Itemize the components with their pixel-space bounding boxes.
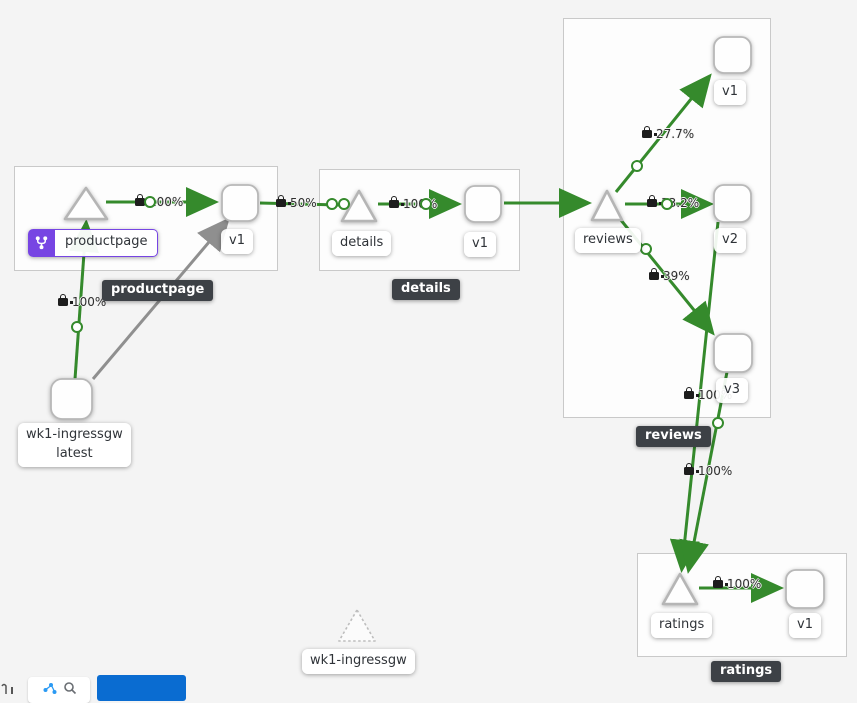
mtls-lock-icon — [58, 294, 73, 306]
label-productpage-v1[interactable]: v1 — [221, 229, 253, 254]
edge-waypoint — [144, 196, 156, 208]
magnifier-icon — [63, 682, 76, 695]
edge-reviews-v3-to-ratings[interactable] — [679, 371, 729, 574]
label-reviews-v2[interactable]: v2 — [714, 228, 746, 253]
mtls-lock-icon — [276, 195, 291, 207]
group-badge-details: details — [392, 279, 460, 300]
edge-label-reviews-v1: 27.7% — [642, 126, 694, 141]
node-details-service[interactable] — [340, 189, 378, 223]
mtls-lock-icon — [642, 126, 657, 138]
mtls-lock-icon — [389, 196, 404, 208]
graph-find-button[interactable] — [28, 677, 90, 703]
group-badge-reviews: reviews — [636, 426, 711, 447]
edge-waypoint — [326, 198, 338, 210]
edge-waypoint — [420, 198, 432, 210]
edge-label-reviews-v3: 39% — [649, 268, 690, 283]
edge-label-ratings-v1: 100% — [713, 576, 761, 591]
label-reviews-v3[interactable]: v3 — [716, 378, 748, 403]
edge-label-v3-ratings: 100% — [684, 463, 732, 478]
node-reviews-v2[interactable] — [713, 184, 752, 223]
zoom-level-indicator — [1, 679, 17, 694]
graph-icon — [43, 683, 56, 694]
node-ratings-service[interactable] — [661, 572, 699, 606]
edge-reviews-to-v1[interactable] — [614, 73, 712, 193]
node-productpage-v1[interactable] — [221, 184, 259, 222]
edge-label-productpage-details: 50% — [276, 195, 317, 210]
virtual-service-icon — [28, 229, 55, 257]
label-productpage-service[interactable]: productpage — [28, 229, 159, 257]
edge-waypoint — [631, 160, 643, 172]
label-reviews-service[interactable]: reviews — [575, 228, 641, 253]
mtls-lock-icon — [713, 576, 728, 588]
edge-waypoint — [712, 417, 724, 429]
node-details-v1[interactable] — [464, 185, 502, 223]
edge-waypoint — [640, 243, 652, 255]
legend-button[interactable] — [97, 675, 186, 701]
edge-label-reviews-v2: 33.2% — [647, 195, 699, 210]
edge-waypoint — [661, 198, 673, 210]
label-ingress-workload[interactable]: wk1-ingressgw latest — [18, 423, 131, 467]
node-reviews-service[interactable] — [590, 189, 624, 222]
mtls-lock-icon — [684, 387, 699, 399]
edge-label-productpage-v1: 100% — [135, 194, 183, 209]
label-ratings-v1[interactable]: v1 — [789, 613, 821, 638]
mtls-lock-icon — [684, 463, 699, 475]
edge-productpage-to-details[interactable] — [259, 201, 340, 207]
node-ingress-workload[interactable] — [50, 378, 93, 420]
label-ratings-service[interactable]: ratings — [651, 613, 713, 638]
mtls-lock-icon — [649, 268, 664, 280]
label-details-v1[interactable]: v1 — [464, 232, 496, 257]
mtls-lock-icon — [647, 195, 662, 207]
node-reviews-v3[interactable] — [713, 333, 753, 373]
edge-waypoint — [71, 321, 83, 333]
node-ratings-v1[interactable] — [785, 569, 825, 609]
edge-label-ingress-productpage: 100% — [58, 294, 106, 309]
node-reviews-v1[interactable] — [713, 36, 752, 74]
label-reviews-v1[interactable]: v1 — [714, 80, 746, 105]
edge-reviews-v2-to-ratings[interactable] — [669, 221, 720, 573]
edge-waypoint — [338, 198, 350, 210]
label-idle-service[interactable]: wk1-ingressgw — [302, 649, 415, 674]
group-badge-productpage: productpage — [102, 280, 214, 301]
node-productpage-service[interactable] — [63, 186, 109, 221]
label-details-service[interactable]: details — [332, 231, 392, 256]
group-badge-ratings: ratings — [711, 661, 782, 682]
node-idle-service[interactable] — [338, 609, 376, 642]
